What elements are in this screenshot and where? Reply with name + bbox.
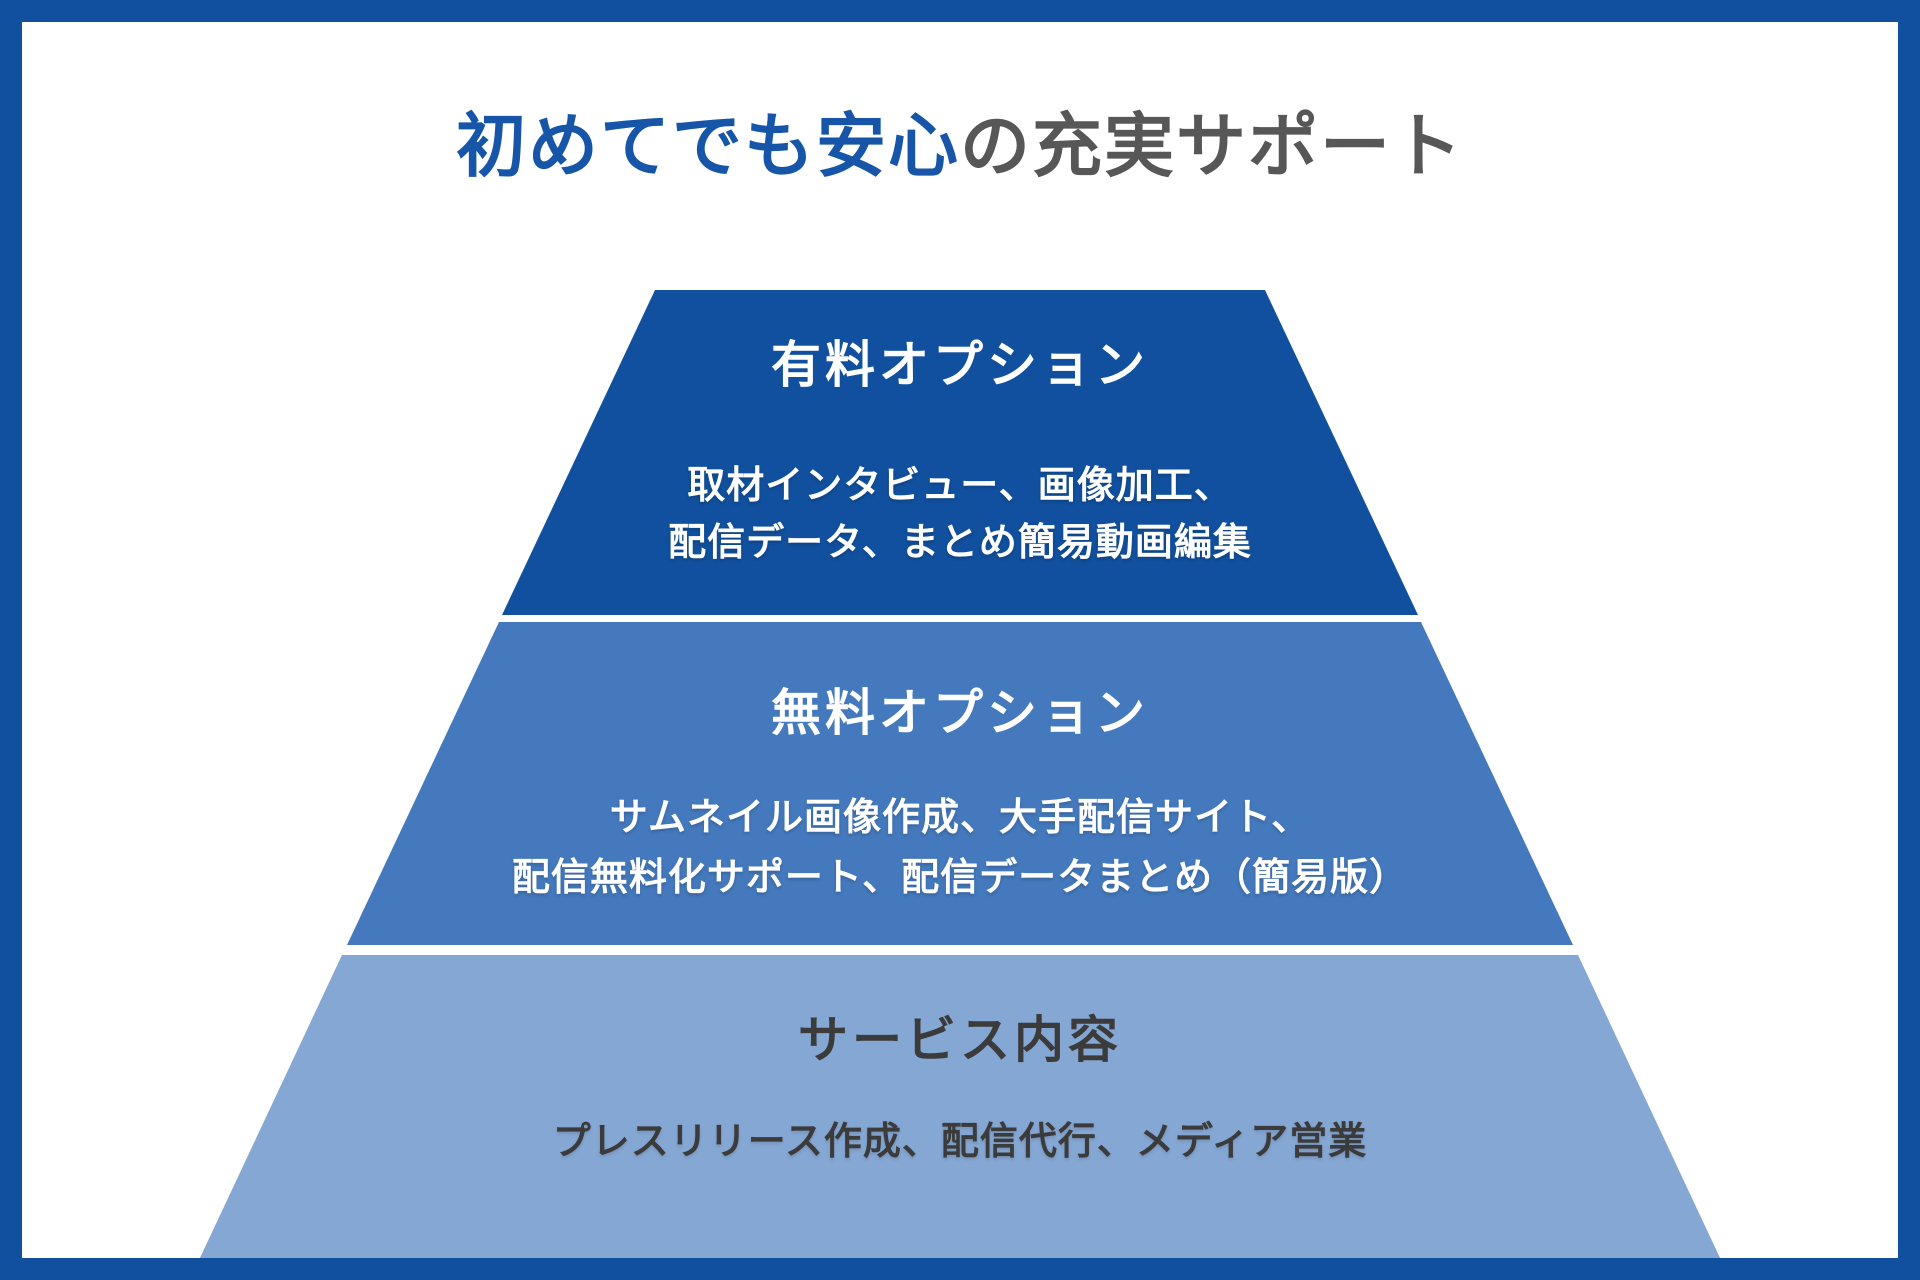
tier-service-contents-heading-row: サービス内容: [0, 1011, 1920, 1069]
page-title: 初めてでも安心の充実サポート: [0, 100, 1920, 192]
tier-free-options-body: サムネイル画像作成、大手配信サイト、 配信無料化サポート、配信データまとめ（簡易…: [0, 788, 1920, 908]
tier-paid-options-heading-row: 有料オプション: [0, 336, 1920, 394]
pyramid-tier-service-contents-shape: [199, 955, 1721, 1260]
tier-paid-options-heading: 有料オプション: [771, 337, 1149, 393]
tier-service-contents-heading: サービス内容: [798, 1012, 1122, 1068]
tier-free-options-heading: 無料オプション: [771, 685, 1149, 741]
tier-paid-options-line: 取材インタビュー、画像加工、: [687, 465, 1233, 507]
tier-service-contents-body: プレスリリース作成、配信代行、メディア営業: [0, 1114, 1920, 1171]
tier-free-options-line: 配信無料化サポート、配信データまとめ（簡易版）: [511, 857, 1409, 899]
tier-paid-options-line: 配信データ、まとめ簡易動画編集: [668, 522, 1252, 564]
page-title-highlight: 初めてでも安心: [456, 107, 960, 185]
tier-service-contents-line: プレスリリース作成、配信代行、メディア営業: [552, 1121, 1368, 1163]
pyramid-tier-paid-options-shape: [502, 290, 1418, 615]
tier-paid-options-body: 取材インタビュー、画像加工、 配信データ、まとめ簡易動画編集: [0, 458, 1920, 572]
page-title-rest: の充実サポート: [960, 107, 1464, 185]
tier-free-options-line: サムネイル画像作成、大手配信サイト、: [609, 797, 1311, 839]
pyramid-tier-free-options-shape: [347, 622, 1573, 945]
tier-free-options-heading-row: 無料オプション: [0, 684, 1920, 742]
